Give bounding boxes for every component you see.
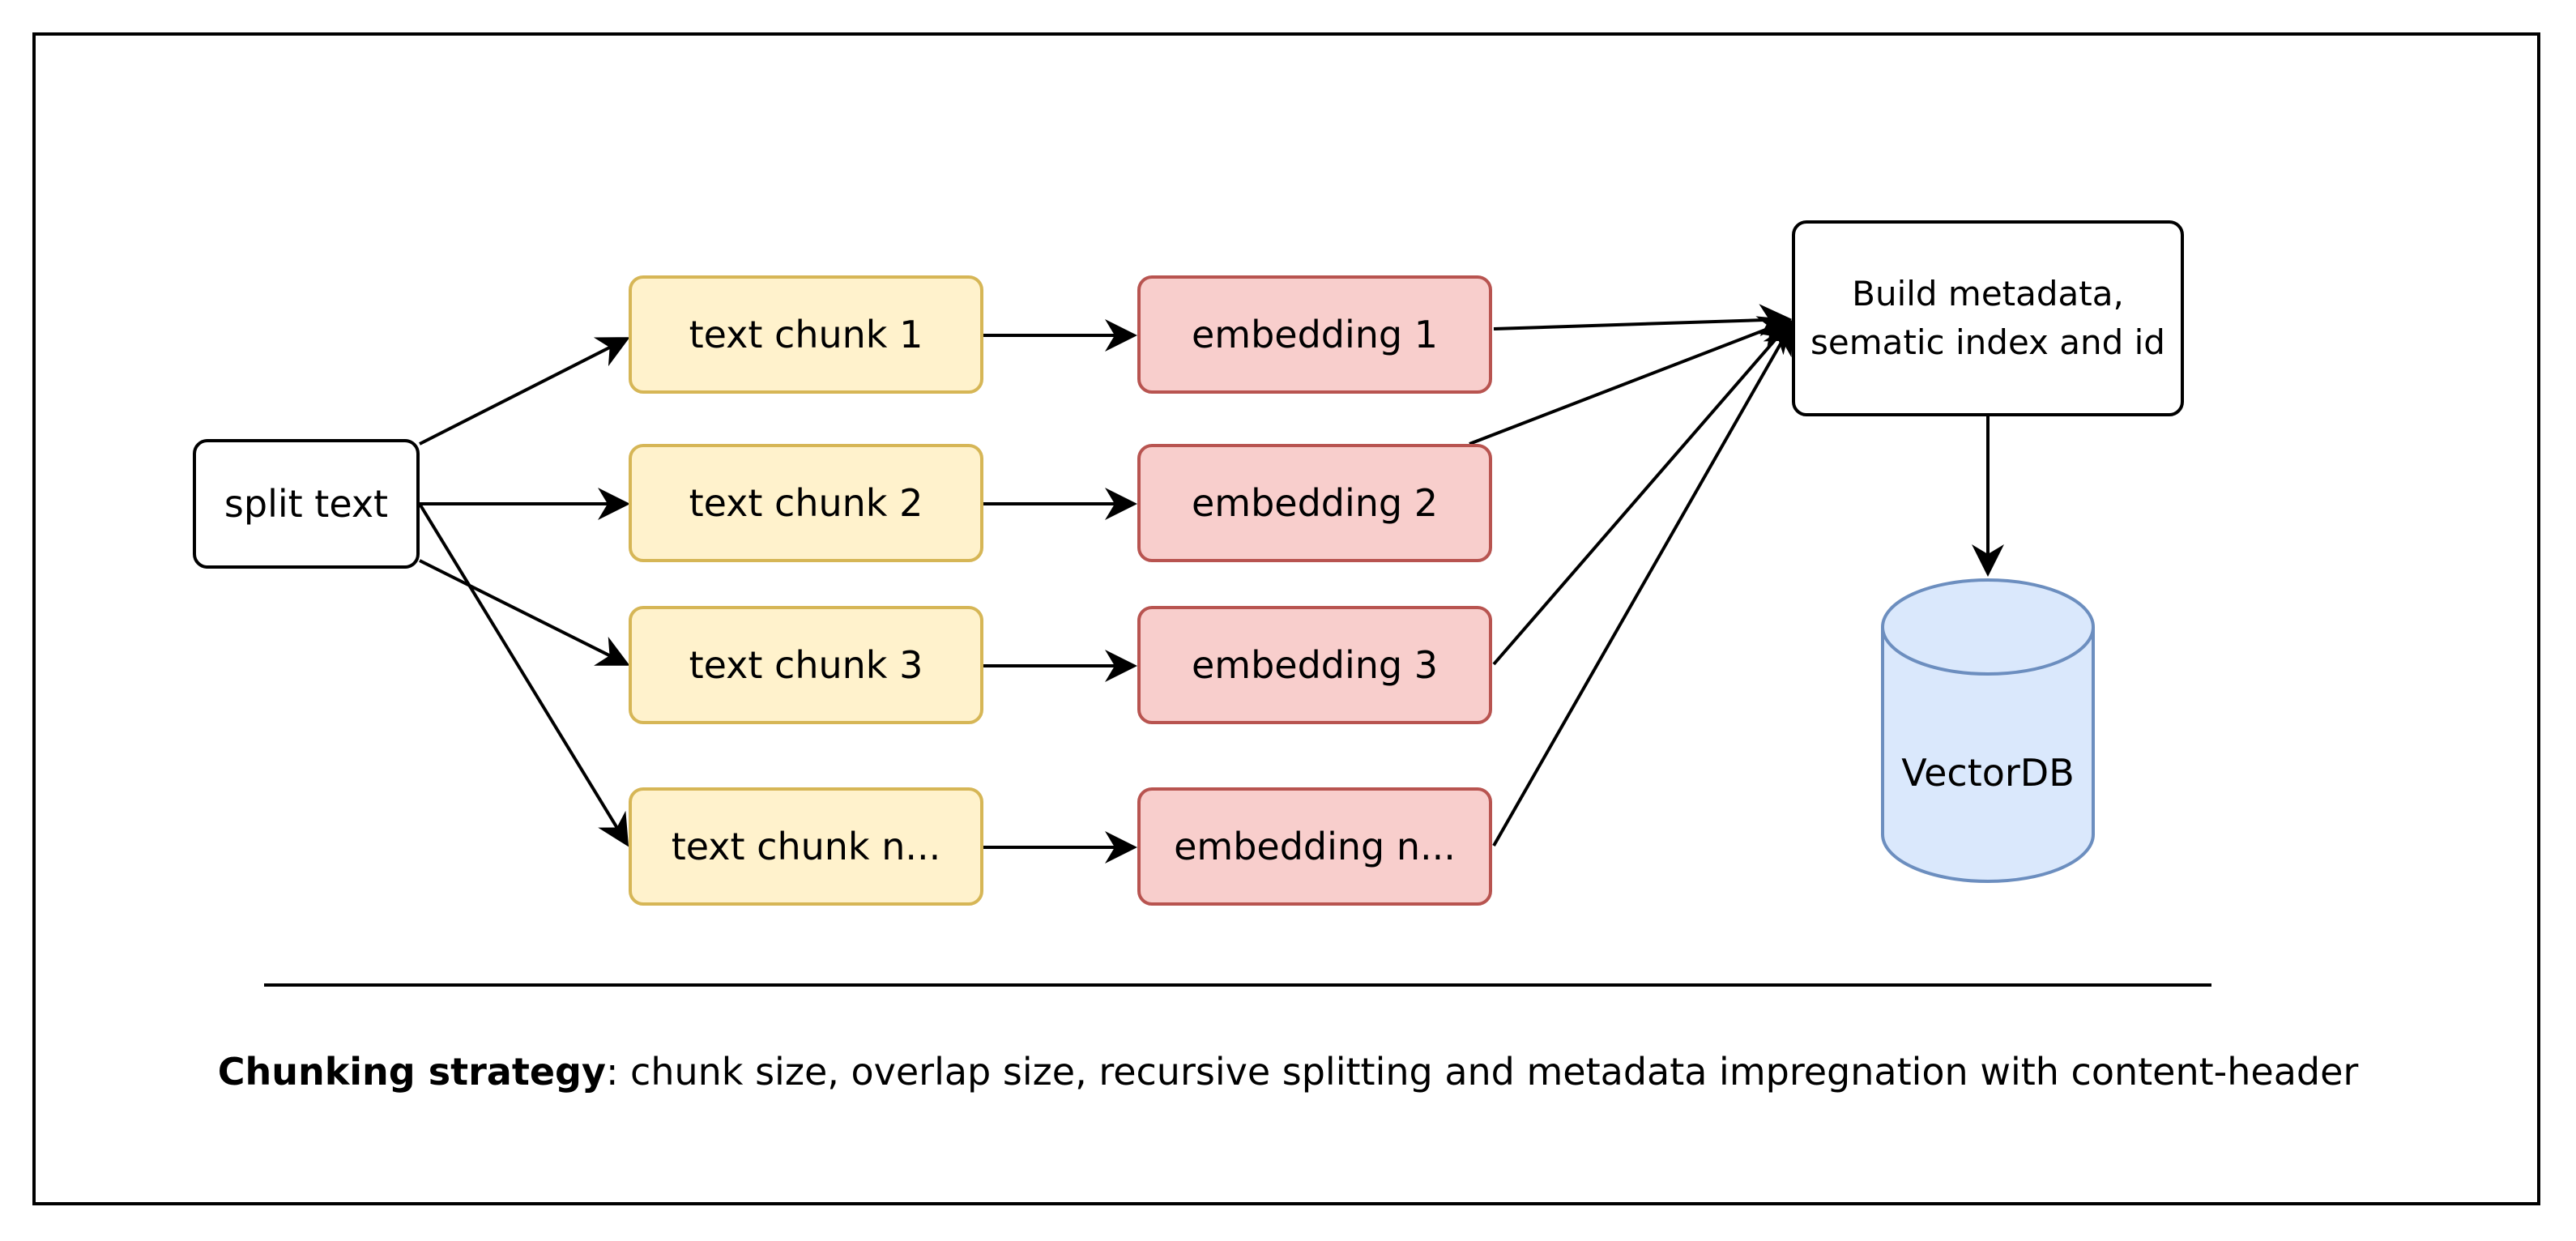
text-chunk-2-node: text chunk 2 <box>629 444 983 562</box>
embedding-1-node: embedding 1 <box>1137 275 1492 394</box>
edge-split-to-chunk-1 <box>419 337 630 446</box>
embedding-3-label: embedding 3 <box>1191 643 1439 687</box>
build-metadata-line-2: sematic index and id <box>1810 322 2165 362</box>
vectordb-cylinder: VectorDB <box>1881 578 2095 883</box>
embedding-1-label: embedding 1 <box>1191 313 1439 356</box>
edge-embedding-2-to-build <box>1469 316 1792 446</box>
text-chunk-1-node: text chunk 1 <box>629 275 983 394</box>
chunking-strategy-caption: Chunking strategy: chunk size, overlap s… <box>0 1050 2576 1094</box>
text-chunk-1-label: text chunk 1 <box>689 313 923 356</box>
embedding-2-node: embedding 2 <box>1137 444 1492 562</box>
build-metadata-node: Build metadata, sematic index and id <box>1792 220 2184 416</box>
text-chunk-n-label: text chunk n... <box>671 825 941 868</box>
edge-split-to-chunk-3 <box>419 559 630 666</box>
text-chunk-3-node: text chunk 3 <box>629 606 983 724</box>
embedding-3-node: embedding 3 <box>1137 606 1492 724</box>
text-chunk-3-label: text chunk 3 <box>689 643 923 687</box>
split-text-node: split text <box>193 439 420 569</box>
embedding-n-label: embedding n... <box>1174 825 1456 868</box>
text-chunk-2-label: text chunk 2 <box>689 481 923 525</box>
embedding-2-label: embedding 2 <box>1191 481 1439 525</box>
embedding-n-node: embedding n... <box>1137 787 1492 906</box>
vectordb-label: VectorDB <box>1901 751 2075 795</box>
edge-split-to-chunk-n <box>418 502 629 847</box>
text-chunk-n-node: text chunk n... <box>629 787 983 906</box>
caption-bold: Chunking strategy <box>217 1050 606 1094</box>
caption-rest: : chunk size, overlap size, recursive sp… <box>605 1050 2359 1094</box>
diagram-frame <box>32 32 2540 1205</box>
build-metadata-line-1: Build metadata, <box>1852 274 2124 313</box>
split-text-label: split text <box>224 482 389 526</box>
edge-embedding-1-to-build <box>1493 304 1792 337</box>
edge-embedding-3-to-build <box>1492 319 1793 666</box>
edge-embedding-n-to-build <box>1492 321 1793 847</box>
